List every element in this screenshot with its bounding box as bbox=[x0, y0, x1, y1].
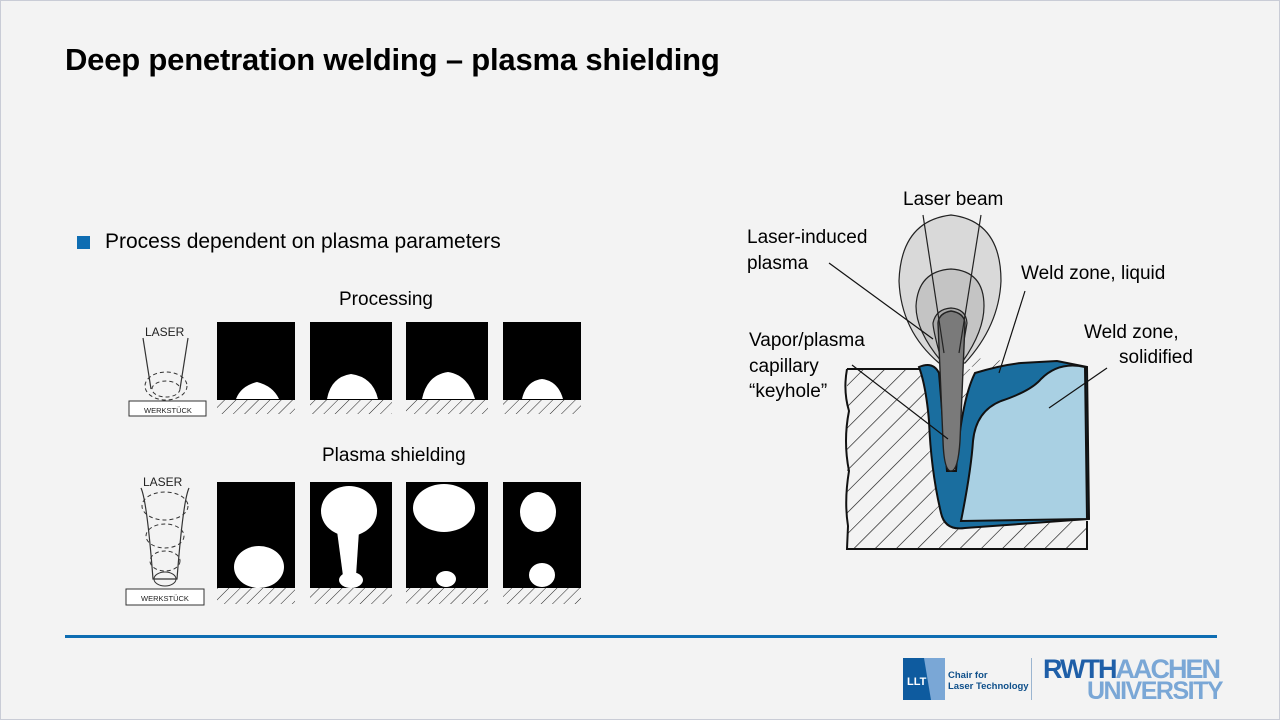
bullet-item: Process dependent on plasma parameters bbox=[77, 230, 501, 254]
llt-caption-line1: Chair for bbox=[948, 670, 988, 681]
shielding-workpiece-label: WERKSTÜCK bbox=[141, 594, 189, 603]
laser-beam-lines bbox=[922, 214, 982, 354]
shielding-frame-3 bbox=[406, 482, 488, 604]
weld-cross-section bbox=[844, 356, 1091, 550]
rwth-logo-line2: UNIVERSITY bbox=[1087, 677, 1224, 705]
keyhole-label-line1: Vapor/plasma bbox=[749, 330, 865, 351]
processing-frame-3 bbox=[406, 322, 488, 414]
liquid-zone-label: Weld zone, liquid bbox=[1021, 263, 1166, 284]
rwth-text: RWTH bbox=[1043, 654, 1117, 684]
laser-beam-label: Laser beam bbox=[903, 189, 1004, 210]
llt-caption-line2: Laser Technology bbox=[948, 681, 1029, 692]
shielding-label: Plasma shielding bbox=[322, 445, 466, 466]
llt-caption: Chair for Laser Technology bbox=[948, 670, 1029, 692]
plasma-label-line1: Laser-induced bbox=[747, 227, 868, 248]
processing-workpiece-label: WERKSTÜCK bbox=[144, 406, 192, 415]
bullet-square-icon bbox=[77, 235, 90, 249]
aachen-text: AACHEN bbox=[1115, 654, 1222, 684]
keyhole-label-line2: capillary bbox=[749, 356, 819, 377]
solid-zone-label-line2: solidified bbox=[1119, 347, 1193, 368]
shielding-frame-1 bbox=[217, 482, 295, 604]
slide-title: Deep penetration welding – plasma shield… bbox=[65, 42, 720, 77]
keyhole bbox=[937, 310, 966, 472]
solid-zone-label-line1: Weld zone, bbox=[1084, 322, 1179, 343]
shielding-frame-4 bbox=[503, 482, 581, 604]
shielding-laser-label: LASER bbox=[143, 475, 183, 489]
keyhole-label-line3: “keyhole” bbox=[749, 381, 828, 402]
processing-laser-label: LASER bbox=[145, 325, 185, 339]
llt-logo bbox=[903, 658, 945, 700]
bullet-text: Process dependent on plasma parameters bbox=[105, 230, 501, 253]
leader-lines bbox=[828, 262, 1108, 440]
footer-divider bbox=[65, 635, 1217, 638]
shielding-frame-2 bbox=[310, 482, 392, 604]
processing-label: Processing bbox=[339, 289, 433, 310]
processing-frame-1 bbox=[217, 322, 295, 414]
processing-schematic bbox=[128, 337, 207, 417]
shielding-schematic bbox=[125, 487, 205, 606]
logo-separator bbox=[1031, 658, 1032, 700]
llt-mark-text: LLT bbox=[907, 676, 927, 688]
processing-frame-4 bbox=[503, 322, 581, 414]
rwth-logo-line1: RWTHAACHEN bbox=[1043, 654, 1222, 685]
plasma-label-line2: plasma bbox=[747, 253, 809, 274]
processing-frame-2 bbox=[310, 322, 392, 414]
